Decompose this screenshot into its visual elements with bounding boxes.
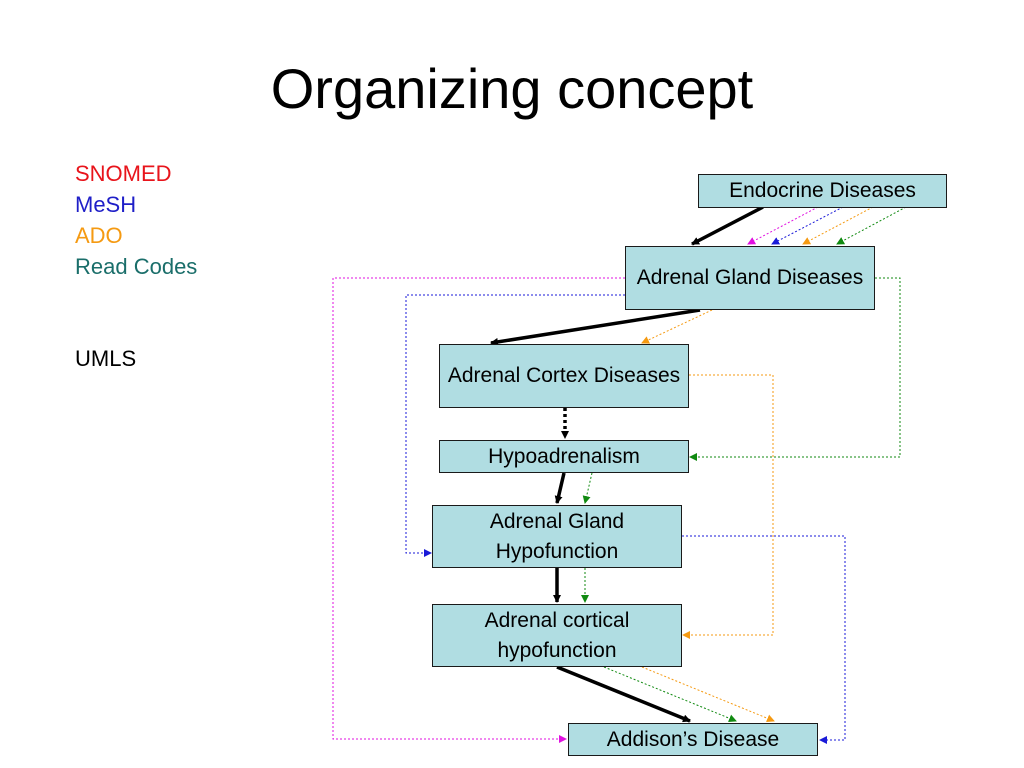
slide-title: Organizing concept (270, 57, 754, 120)
link-umls-endocrine-adrenal-gland (691, 205, 764, 246)
node-adrenal-cortex-diseases: Adrenal Cortex Diseases (439, 344, 689, 408)
link-umls-adrenal-gland-cortex (490, 308, 701, 346)
link-umls-cortical-addisons (556, 665, 691, 723)
link-snomed-adrenal-gland-addisons (332, 277, 625, 743)
link-read-adrenal-gland-hypoadrenalism (689, 277, 901, 461)
link-mesh-gland-hypofunction-addisons (682, 535, 846, 744)
node-adrenal-gland-hypofunction: Adrenal Gland Hypofunction (432, 505, 682, 568)
link-mesh-adrenal-gland-gland-hypofunction (405, 294, 625, 557)
node-addisons-disease: Addison’s Disease (568, 723, 818, 756)
legend-ado: ADO (75, 223, 123, 248)
legend-mesh: MeSH (75, 192, 137, 217)
node-adrenal-cortical-hypofunction: Adrenal cortical hypofunction (432, 604, 682, 667)
node-adrenal-gland-diseases: Adrenal Gland Diseases (625, 246, 875, 310)
link-ado-endocrine-adrenal-gland (802, 206, 874, 245)
link-read-hypoadrenalism-gland-hypofunction (582, 472, 593, 504)
node-hypoadrenalism: Hypoadrenalism (439, 440, 689, 473)
node-endocrine-diseases: Endocrine Diseases (698, 174, 947, 208)
link-umls-hypoadrenalism-gland-hypofunction (554, 472, 566, 504)
link-mesh-endocrine-adrenal-gland (771, 206, 844, 245)
legend-read-codes: Read Codes (75, 254, 198, 279)
legend: SNOMED MeSH ADO Read Codes (75, 158, 197, 282)
link-read-endocrine-adrenal-gland (836, 206, 907, 245)
legend-snomed: SNOMED (75, 161, 172, 186)
link-snomed-endocrine-adrenal-gland (747, 206, 819, 245)
legend-umls: UMLS (75, 346, 137, 371)
link-ado-cortex-cortical-hypofunction (682, 374, 774, 639)
link-ado-adrenal-gland-cortex (641, 309, 713, 344)
link-ado-cortical-addisons (641, 666, 775, 723)
